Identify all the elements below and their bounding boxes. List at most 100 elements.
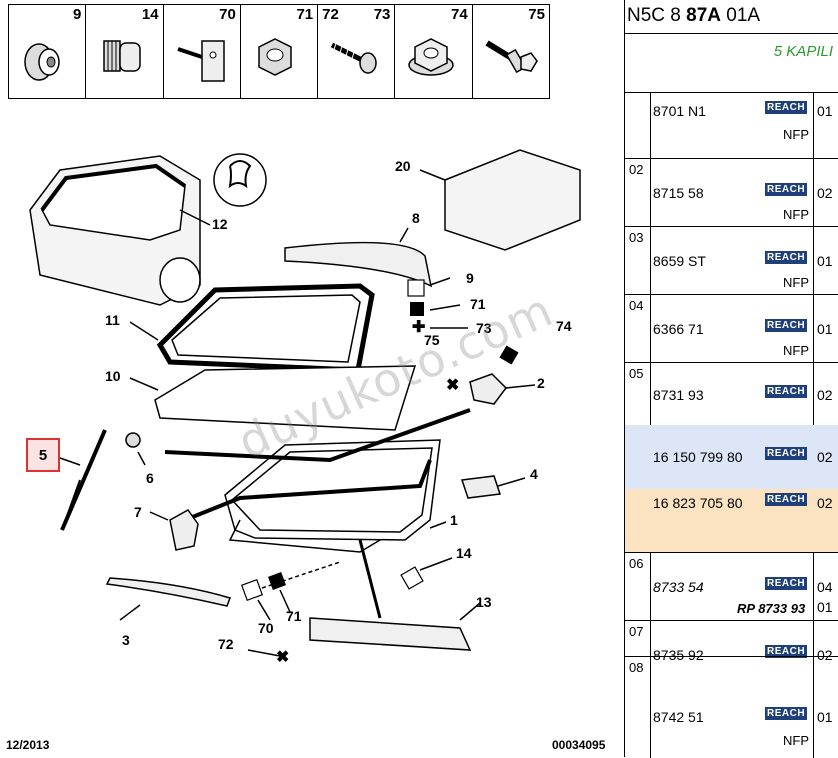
divider <box>650 657 651 758</box>
table-row[interactable]: 06 8733 54 REACH 04 RP 8733 93 01 <box>625 552 838 621</box>
part-ref: 16 150 799 80 <box>653 449 743 465</box>
part-cell-75[interactable]: 75 <box>473 5 549 98</box>
part-ref: 8742 51 <box>653 709 704 725</box>
reach-badge: REACH <box>765 319 808 332</box>
callout-75[interactable]: 75 <box>424 332 440 348</box>
divider <box>625 33 838 34</box>
table-row-highlight-orange[interactable]: 16 823 705 80 REACH 02 <box>625 489 838 553</box>
callout-8[interactable]: 8 <box>412 210 420 226</box>
callout-20[interactable]: 20 <box>395 158 411 174</box>
clip-plate-icon <box>176 40 225 82</box>
part-cell-70[interactable]: 70 <box>164 5 241 98</box>
divider <box>813 93 814 159</box>
part-cell-9[interactable]: 9 <box>9 5 87 98</box>
table-row-highlight-blue[interactable]: 16 150 799 80 REACH 02 <box>625 425 838 489</box>
reach-badge: REACH <box>765 101 808 114</box>
divider <box>813 657 814 758</box>
part-cell-73[interactable]: 72 73 <box>318 5 396 98</box>
variant-label: 5 KAPILI <box>773 43 833 60</box>
divider <box>813 159 814 227</box>
quantity: 01 <box>817 599 833 615</box>
quantity: 02 <box>817 387 833 403</box>
callout-13[interactable]: 13 <box>476 594 492 610</box>
nfp-label: NFP <box>783 343 809 358</box>
callout-11[interactable]: 11 <box>105 312 120 328</box>
row-index: 05 <box>629 366 644 381</box>
divider <box>650 553 651 621</box>
code-bold: 87A <box>686 5 721 26</box>
divider <box>650 227 651 295</box>
callout-5-selected[interactable]: 5 <box>26 438 60 472</box>
callout-72[interactable]: 72 <box>218 636 234 652</box>
fastener-strip: 9 14 70 71 72 73 <box>8 4 550 99</box>
callout-73[interactable]: 73 <box>476 320 492 336</box>
callout-2[interactable]: 2 <box>537 375 545 391</box>
table-row-group: 05 8731 93 REACH 02 16 150 799 80 REACH … <box>625 362 838 553</box>
part-number: 75 <box>528 6 545 23</box>
callout-71b[interactable]: 71 <box>286 608 302 624</box>
callout-4[interactable]: 4 <box>530 466 538 482</box>
quantity: 01 <box>817 253 833 269</box>
part-number: 71 <box>296 6 314 23</box>
part-ref: 8715 58 <box>653 185 704 201</box>
screw-icon <box>331 42 377 74</box>
part-cell-14[interactable]: 14 <box>86 5 164 98</box>
divider <box>650 621 651 657</box>
part-number-72: 72 <box>322 6 339 23</box>
part-ref: 8731 93 <box>653 387 704 403</box>
callout-9[interactable]: 9 <box>466 270 474 286</box>
callout-1[interactable]: 1 <box>450 512 458 528</box>
code-suffix: 01A <box>721 5 761 26</box>
table-row[interactable]: 08 8742 51 REACH 01 NFP <box>625 656 838 758</box>
table-row[interactable]: 02 8715 58 REACH 02 NFP <box>625 158 838 227</box>
table-row[interactable]: 07 8735 92 REACH 02 <box>625 620 838 663</box>
reach-badge: REACH <box>765 251 808 264</box>
callout-71a[interactable]: 71 <box>470 296 486 312</box>
table-row[interactable]: 8701 N1 REACH 01 NFP <box>625 92 838 159</box>
svg-text:✖: ✖ <box>276 649 289 666</box>
row-index: 04 <box>629 298 644 313</box>
ribbed-plug-icon <box>103 40 142 72</box>
nfp-label: NFP <box>783 207 809 222</box>
parts-panel: N5C 8 87A 01A 5 KAPILI 8701 N1 REACH 01 … <box>624 0 838 758</box>
part-number: 73 <box>373 6 391 23</box>
reach-badge: REACH <box>765 645 808 658</box>
svg-text:✖: ✖ <box>446 377 459 394</box>
bolt-icon <box>485 40 538 74</box>
divider <box>813 227 814 295</box>
callout-10[interactable]: 10 <box>105 368 121 384</box>
divider <box>813 621 814 657</box>
footer-ref: 00034095 <box>552 738 606 752</box>
quantity: 02 <box>817 185 833 201</box>
table-row[interactable]: 8731 93 REACH 02 <box>625 363 838 425</box>
part-ref: 6366 71 <box>653 321 704 337</box>
quantity: 02 <box>817 449 833 465</box>
callout-12[interactable]: 12 <box>212 216 228 232</box>
part-cell-74[interactable]: 74 <box>395 5 473 98</box>
table-row[interactable]: 03 8659 ST REACH 01 NFP <box>625 226 838 295</box>
callout-6[interactable]: 6 <box>146 470 154 486</box>
callout-70[interactable]: 70 <box>258 620 274 636</box>
callout-7[interactable]: 7 <box>134 504 142 520</box>
callout-14[interactable]: 14 <box>456 545 472 561</box>
callout-3[interactable]: 3 <box>122 632 130 648</box>
callout-5: 5 <box>38 446 48 464</box>
divider <box>650 159 651 227</box>
quantity: 02 <box>817 495 833 511</box>
table-row[interactable]: 04 6366 71 REACH 01 NFP <box>625 294 838 363</box>
reach-badge: REACH <box>765 493 808 506</box>
reach-badge: REACH <box>765 707 808 720</box>
row-index: 07 <box>629 624 644 639</box>
nfp-label: NFP <box>783 127 809 142</box>
nfp-label: NFP <box>783 275 809 290</box>
callout-74[interactable]: 74 <box>556 318 572 334</box>
part-number: 70 <box>219 6 236 23</box>
part-ref: 8735 92 <box>653 647 704 663</box>
row-index: 03 <box>629 230 644 245</box>
reach-badge: REACH <box>765 577 808 590</box>
footer-date: 12/2013 <box>6 738 50 752</box>
part-cell-71[interactable]: 71 <box>241 5 319 98</box>
quantity: 02 <box>817 647 833 663</box>
part-ref: 8659 ST <box>653 253 706 269</box>
row-index: 06 <box>629 556 644 571</box>
